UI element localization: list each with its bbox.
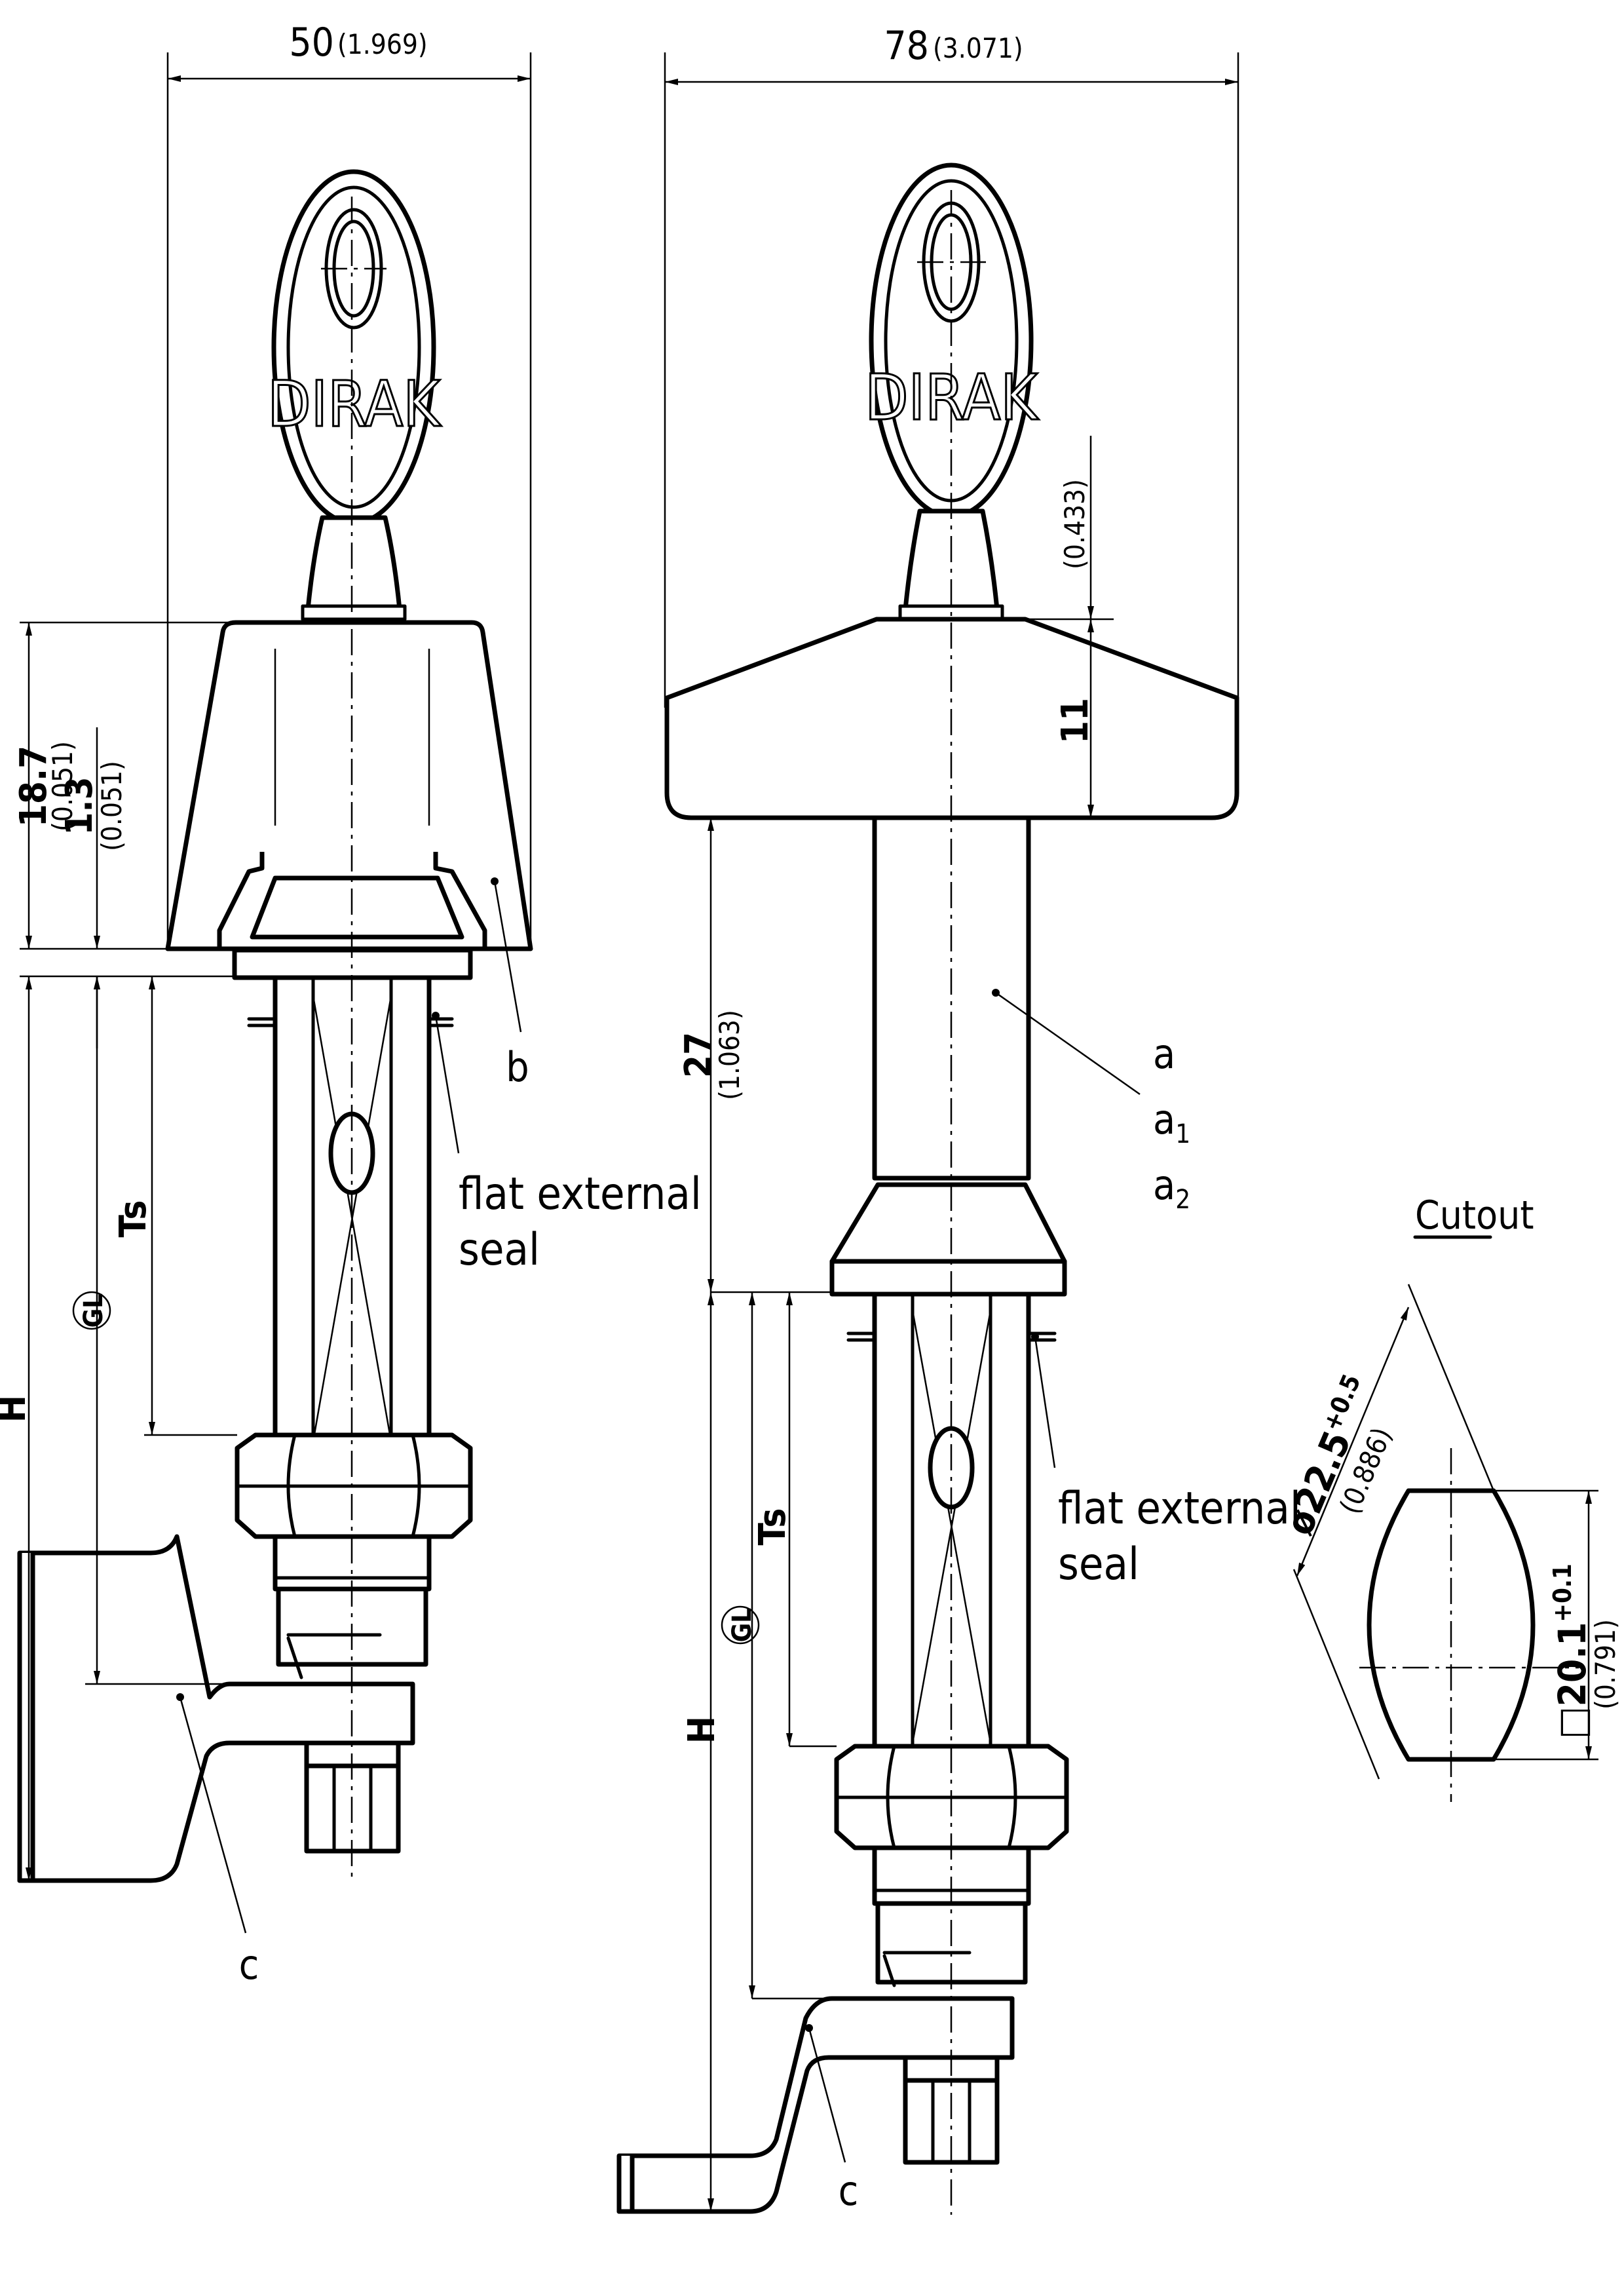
left-callout-c: c <box>239 1941 259 1989</box>
left-height-value: 18.7 <box>12 746 55 827</box>
left-callouts: b c flat external seal <box>176 881 702 1989</box>
right-head-value: 11 <box>1054 698 1097 744</box>
right-seal-label-1: flat external <box>1058 1483 1301 1535</box>
left-gl-circle <box>72 1291 111 1330</box>
right-gl-circle <box>721 1605 760 1645</box>
right-label-H: H <box>681 1716 723 1744</box>
left-label-H: H <box>0 1395 34 1423</box>
right-width-dimension: 78 (3.071) <box>664 23 1239 708</box>
left-view: 50 (1.969) DIRAK <box>0 20 702 1989</box>
right-head-dimension: (0.433) 11 <box>1029 436 1114 818</box>
left-seal-label-2: seal <box>459 1224 540 1276</box>
right-callout-a: a <box>1153 1030 1175 1078</box>
right-callout-a2: a2 <box>1153 1161 1190 1215</box>
right-shaft-inch: (1.063) <box>713 1010 746 1100</box>
cutout-title: Cutout <box>1415 1193 1534 1238</box>
right-cam <box>616 1996 1015 2214</box>
right-view: 78 (3.071) DIRAK <box>616 23 1301 2215</box>
right-callout-a1: a1 <box>1153 1096 1190 1149</box>
left-vertical-dimensions: 18.7 (0.051) 1.3 (0.051) H GL Ts <box>0 621 237 1881</box>
left-label-Ts: Ts <box>112 1200 155 1238</box>
cutout-square-dimension: □20.1+0.1 (0.791) <box>1494 1489 1621 1761</box>
left-key-brand: DIRAK <box>267 368 442 441</box>
right-vertical-dimensions: 27 (1.063) H GL Ts <box>677 818 837 2211</box>
cutout-square-inch: (0.791) <box>1589 1619 1621 1710</box>
right-callout-c: c <box>839 2167 859 2215</box>
cutout-view: Cutout ø22.5+0.5 (0.886) □20.1+0.1 (0.79… <box>1277 1193 1621 1802</box>
right-callouts: a a1 a2 c flat external seal <box>805 991 1301 2215</box>
right-width-inch: (3.071) <box>933 32 1023 64</box>
left-key: DIRAK <box>267 169 443 621</box>
left-height-inch: (0.051) <box>47 741 79 832</box>
right-top-inch: (0.433) <box>1059 479 1091 569</box>
right-shaft-value: 27 <box>677 1032 720 1078</box>
left-seal-label-1: flat external <box>459 1168 702 1220</box>
cutout-square-value: □20.1+0.1 <box>1548 1563 1595 1738</box>
left-callout-b: b <box>506 1043 529 1091</box>
left-nut <box>235 1432 473 1679</box>
left-knob-body <box>165 620 533 980</box>
right-label-GL: GL <box>727 1608 757 1642</box>
left-width-dimension: 50 (1.969) <box>166 20 532 950</box>
left-width-inch: (1.969) <box>337 28 428 60</box>
right-label-Ts: Ts <box>751 1508 794 1546</box>
left-width-value: 50 <box>289 20 334 66</box>
left-flange-value: 1.3 <box>58 776 101 835</box>
right-seal-label-2: seal <box>1058 1539 1139 1590</box>
right-width-value: 78 <box>884 23 929 69</box>
right-shaft <box>829 815 1067 1297</box>
left-flange-inch: (0.051) <box>96 761 128 851</box>
left-label-GL: GL <box>79 1293 109 1328</box>
